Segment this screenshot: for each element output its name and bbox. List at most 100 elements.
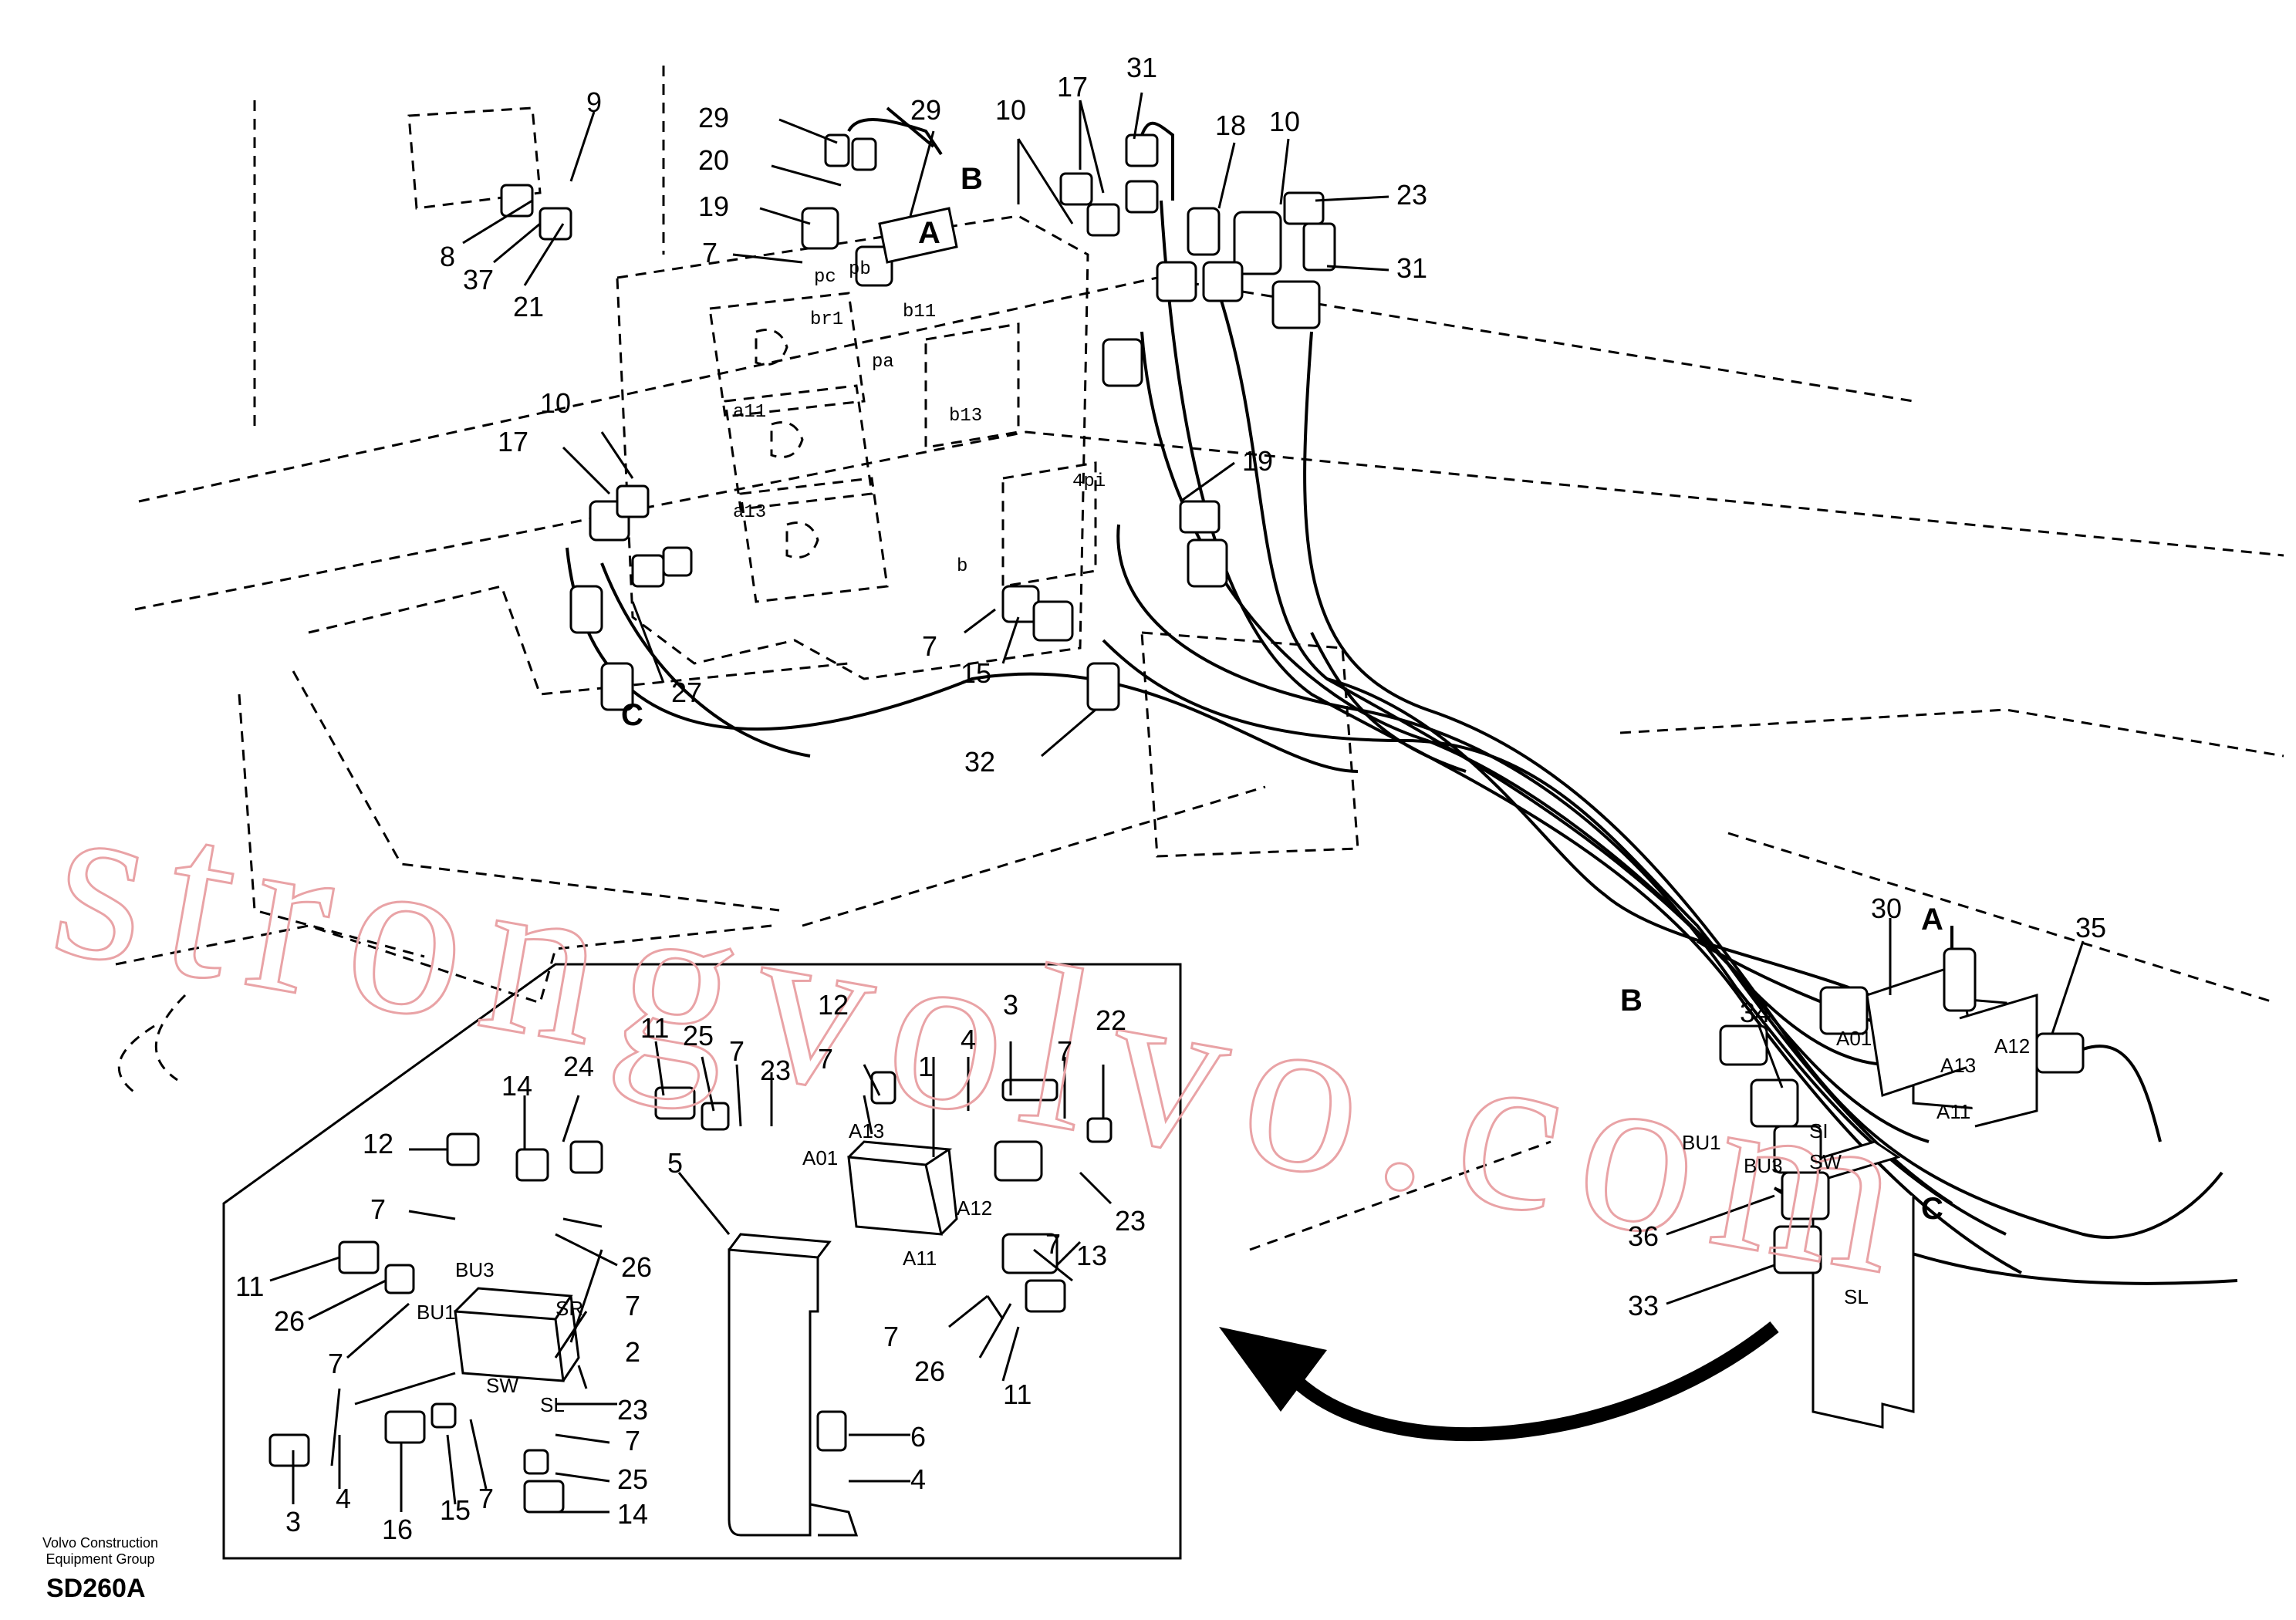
callout-31: 31	[1126, 52, 1157, 83]
callout-35: 35	[2075, 912, 2106, 943]
callout-17: 17	[498, 426, 528, 457]
callout-37: 37	[463, 264, 494, 295]
callout-26: 26	[914, 1355, 945, 1387]
callout-14: 14	[617, 1498, 648, 1530]
callout-3: 3	[1003, 989, 1018, 1021]
port-labels: pc pb br1 b11 pa b13 a11 a13 4pi b A01 A…	[417, 259, 2030, 1416]
callout-7: 7	[729, 1035, 745, 1067]
port-BU1-right: BU1	[1682, 1131, 1721, 1154]
callout-5: 5	[667, 1147, 683, 1179]
port-4pi: 4pi	[1072, 471, 1106, 492]
callout-4: 4	[336, 1483, 351, 1514]
callout-25: 25	[683, 1020, 714, 1051]
port-A13: A13	[849, 1119, 884, 1142]
callout-21: 21	[513, 291, 544, 322]
callout-4: 4	[910, 1463, 926, 1495]
port-A01: A01	[802, 1146, 838, 1169]
callout-20: 20	[698, 144, 729, 176]
callout-34: 34	[1740, 997, 1771, 1028]
callout-19: 19	[1242, 445, 1273, 477]
callout-14: 14	[501, 1070, 532, 1102]
drawing-code: SD260A	[46, 1574, 146, 1603]
callout-29: 29	[698, 102, 729, 133]
callout-23: 23	[1396, 179, 1427, 211]
port-b: b	[957, 556, 967, 577]
callout-7: 7	[625, 1425, 640, 1456]
connection-A: A	[918, 216, 940, 250]
port-SL-right: SL	[1844, 1285, 1869, 1308]
callout-33: 33	[1628, 1290, 1659, 1321]
credit-line-2: Equipment Group	[46, 1551, 155, 1567]
callout-15: 15	[961, 657, 991, 689]
connection-A: A	[1921, 903, 1943, 937]
callout-1: 1	[918, 1051, 934, 1082]
port-b11: b11	[903, 302, 936, 322]
callout-24: 24	[563, 1051, 594, 1082]
callout-7: 7	[370, 1193, 386, 1225]
callout-11: 11	[1003, 1379, 1032, 1410]
connection-C: C	[621, 698, 643, 732]
callout-12: 12	[363, 1128, 393, 1159]
port-pc: pc	[814, 267, 836, 288]
port-pa: pa	[872, 352, 894, 373]
port-a13: a13	[733, 502, 766, 523]
callout-8: 8	[440, 241, 455, 272]
callout-7: 7	[702, 237, 718, 268]
callout-7: 7	[1057, 1035, 1072, 1067]
port-A01-right: A01	[1836, 1027, 1872, 1050]
port-SW-right: SW	[1809, 1150, 1842, 1173]
port-pb: pb	[849, 259, 871, 280]
callout-36: 36	[1628, 1220, 1659, 1252]
callout-22: 22	[1096, 1004, 1126, 1036]
port-A12-right: A12	[1994, 1034, 2030, 1058]
port-SI-right: SI	[1809, 1119, 1828, 1142]
callout-25: 25	[617, 1463, 648, 1495]
connection-C: C	[1921, 1192, 1943, 1226]
callout-numbers-upper: 9 29 29 20 19 7 8 37 21 10 17 31 18 10 2…	[440, 52, 1427, 778]
port-BU1: BU1	[417, 1301, 456, 1324]
detail-inset	[222, 963, 1182, 1560]
port-BU3-right: BU3	[1744, 1154, 1783, 1177]
leader-lines	[269, 92, 2085, 1514]
right-manifold	[1719, 926, 2162, 1429]
callout-10: 10	[540, 387, 571, 419]
direction-arrow	[1219, 1321, 1779, 1442]
callout-2: 2	[625, 1336, 640, 1368]
callout-7: 7	[922, 630, 937, 662]
callout-31: 31	[1396, 252, 1427, 284]
callout-7: 7	[1045, 1228, 1061, 1260]
port-A12: A12	[957, 1196, 992, 1220]
port-BU3: BU3	[455, 1258, 495, 1281]
callout-27: 27	[671, 677, 702, 708]
callout-17: 17	[1057, 71, 1088, 103]
callout-6: 6	[910, 1421, 926, 1453]
port-SR: SR	[555, 1297, 583, 1320]
callout-9: 9	[586, 86, 602, 118]
callout-13: 13	[1076, 1240, 1107, 1271]
port-SL: SL	[540, 1393, 565, 1416]
callout-7: 7	[883, 1321, 899, 1352]
callout-23: 23	[617, 1394, 648, 1426]
callout-18: 18	[1215, 110, 1246, 141]
control-valve	[616, 214, 1097, 680]
publisher-credit: Volvo Construction Equipment Group	[23, 1535, 177, 1568]
connection-B: B	[961, 162, 983, 196]
port-a11: a11	[733, 402, 766, 423]
port-br1: br1	[810, 309, 843, 330]
callout-7: 7	[328, 1348, 343, 1379]
callout-11: 11	[640, 1012, 669, 1044]
connection-B: B	[1620, 984, 1643, 1018]
callout-23: 23	[760, 1055, 791, 1086]
callout-11: 11	[235, 1271, 264, 1302]
callout-4: 4	[961, 1024, 976, 1055]
callout-26: 26	[274, 1305, 305, 1337]
port-A11: A11	[903, 1247, 937, 1270]
connection-letters: B A C A B C	[621, 162, 1943, 1226]
callout-numbers-right: 30 35 34 36 33	[1628, 893, 2106, 1321]
callout-12: 12	[818, 989, 849, 1021]
callout-26: 26	[621, 1251, 652, 1283]
callout-19: 19	[698, 191, 729, 222]
upper-fittings	[500, 106, 1336, 711]
callout-3: 3	[285, 1506, 301, 1537]
callout-7: 7	[478, 1483, 494, 1514]
